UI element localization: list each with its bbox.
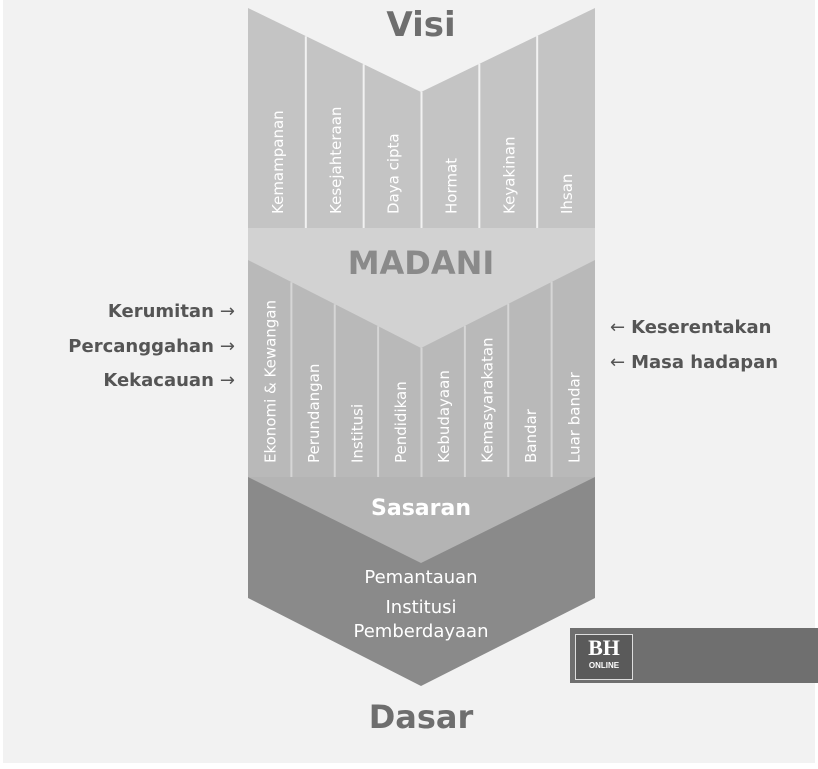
madani-label-institusi: Institusi	[348, 404, 366, 463]
madani-label-pendidikan: Pendidikan	[392, 381, 410, 463]
challenge-masa-hadapan: ←Masa hadapan	[604, 352, 778, 374]
dasar-title: Dasar	[369, 698, 474, 736]
madani-label-perundangan: Perundangan	[305, 364, 323, 463]
sasaran-title: Sasaran	[371, 496, 471, 521]
madani-label-luar-bandar: Luar bandar	[565, 371, 583, 463]
challenge-percanggahan: Percanggahan→	[68, 336, 241, 358]
bh-online-logo: BH ONLINE	[575, 634, 633, 680]
challenge-kerumitan-label: Kerumitan	[107, 301, 214, 322]
arrow-right-icon: →	[219, 336, 235, 357]
visi-title: Visi	[386, 5, 455, 45]
challenge-masa-hadapan-label: Masa hadapan	[631, 352, 779, 373]
dasar-chevron	[248, 477, 595, 686]
arrow-right-icon: →	[219, 301, 235, 322]
arrow-right-icon: →	[219, 370, 235, 391]
bh-logo-subtext: ONLINE	[588, 661, 620, 670]
madani-label-kebudayaan: Kebudayaan	[435, 370, 453, 463]
visi-label-kemampanan: Kemampanan	[269, 110, 287, 214]
challenge-percanggahan-label: Percanggahan	[68, 336, 214, 357]
visi-label-hormat: Hormat	[442, 158, 460, 214]
sasaran-chevron	[248, 477, 595, 563]
bh-logo-text: BH	[588, 635, 620, 660]
sasaran-item-institusi: Institusi	[386, 597, 457, 618]
sasaran-item-pemberdayaan: Pemberdayaan	[354, 621, 489, 642]
challenge-kekacauan: Kekacauan→	[103, 370, 241, 392]
challenge-keserentakan-label: Keserentakan	[631, 317, 772, 338]
challenge-kekacauan-label: Kekacauan	[103, 370, 214, 391]
visi-label-ihsan: Ihsan	[558, 174, 576, 214]
madani-label-kemasyarakatan: Kemasyarakatan	[479, 337, 497, 463]
madani-title: MADANI	[348, 244, 495, 282]
madani-label-bandar: Bandar	[522, 408, 540, 463]
challenge-keserentakan: ←Keserentakan	[604, 317, 771, 339]
visi-label-daya-cipta: Daya cipta	[385, 133, 403, 214]
sasaran-item-pemantauan: Pemantauan	[364, 567, 477, 588]
challenge-kerumitan: Kerumitan→	[108, 301, 241, 323]
visi-label-kesejahteraan: Kesejahteraan	[327, 107, 345, 214]
madani-label-ekonomi-kewangan: Ekonomi & Kewangan	[262, 300, 280, 463]
arrow-left-icon: ←	[610, 352, 626, 373]
arrow-left-icon: ←	[610, 317, 626, 338]
visi-label-keyakinan: Keyakinan	[500, 137, 518, 214]
